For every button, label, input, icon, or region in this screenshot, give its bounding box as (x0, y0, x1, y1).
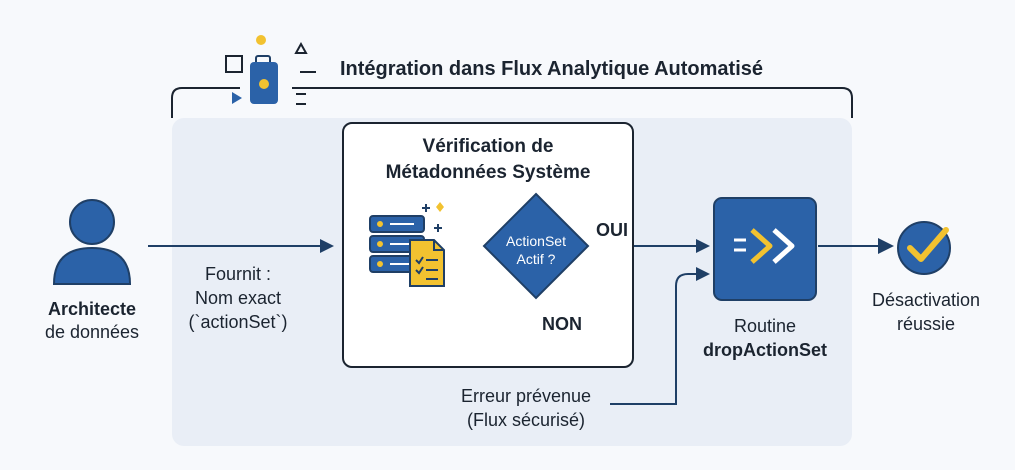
decision-label: ActionSet Actif ? (480, 232, 592, 268)
no-label: NON (542, 314, 582, 334)
diagram-title: Intégration dans Flux Analytique Automat… (340, 58, 764, 80)
frame-bracket (171, 87, 853, 118)
architect-label-line1: Architecte (47, 299, 137, 319)
provides-label-line3: (`actionSet`) (188, 312, 288, 332)
error-label-line1: Erreur prévenue (460, 386, 592, 406)
result-label-line2: réussie (896, 314, 956, 334)
routine-label-line1: Routine (733, 316, 797, 336)
routine-box (713, 197, 817, 301)
decision-label-line1: ActionSet (506, 233, 566, 249)
result-label-line1: Désactivation (871, 290, 981, 310)
verification-title: Vérification de Métadonnées Système (342, 134, 634, 186)
verification-title-line2: Métadonnées Système (385, 162, 591, 183)
architect-label-line2: de données (44, 322, 140, 342)
routine-label-line2: dropActionSet (703, 340, 827, 360)
provides-label-line1: Fournit : (204, 264, 272, 284)
arrow-error-to-routine (610, 273, 698, 405)
verification-title-line1: Vérification de (422, 136, 554, 157)
user-icon (52, 199, 132, 285)
error-label-line2: (Flux sécurisé) (466, 410, 586, 430)
yes-label: OUI (595, 220, 628, 240)
briefcase-icon (225, 35, 308, 105)
decision-label-line2: Actif ? (516, 251, 556, 267)
decision-diamond (482, 192, 590, 300)
double-chevron-right-icon (734, 228, 795, 264)
document-checklist-icon (409, 239, 445, 287)
provides-label-line2: Nom exact (194, 288, 282, 308)
check-circle-icon (897, 221, 951, 275)
